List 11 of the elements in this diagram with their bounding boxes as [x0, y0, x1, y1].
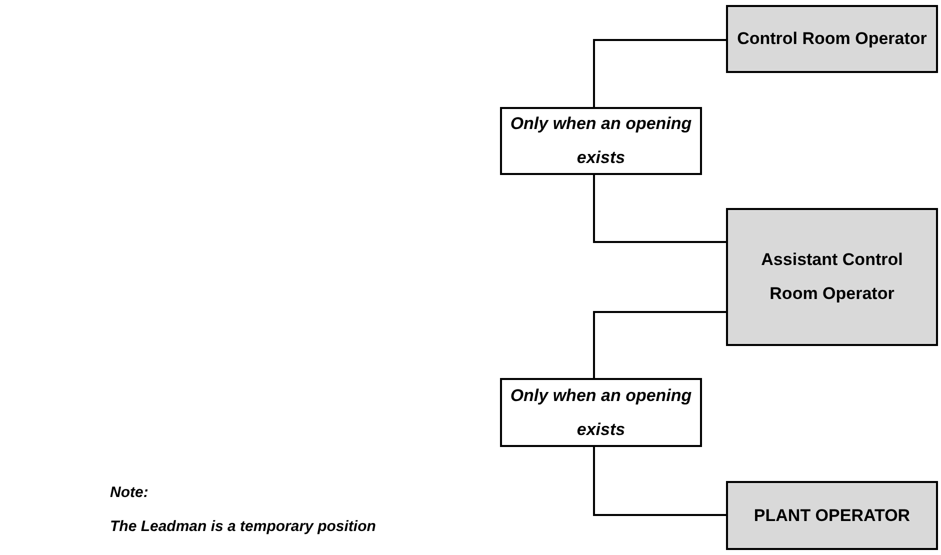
connector-line — [593, 39, 726, 107]
connector-line — [593, 175, 726, 243]
note-text: Note: — [110, 483, 150, 503]
condition-box: Only when an opening exists — [500, 378, 702, 447]
role-box: PLANT OPERATOR — [726, 481, 938, 550]
role-box: Control Room Operator — [726, 5, 938, 73]
condition-box: Only when an opening exists — [500, 107, 702, 175]
connector-line — [593, 311, 726, 378]
note-text: The Leadman is a temporary position — [110, 516, 376, 536]
role-box: Assistant Control Room Operator — [726, 208, 938, 346]
connector-line — [593, 447, 726, 516]
